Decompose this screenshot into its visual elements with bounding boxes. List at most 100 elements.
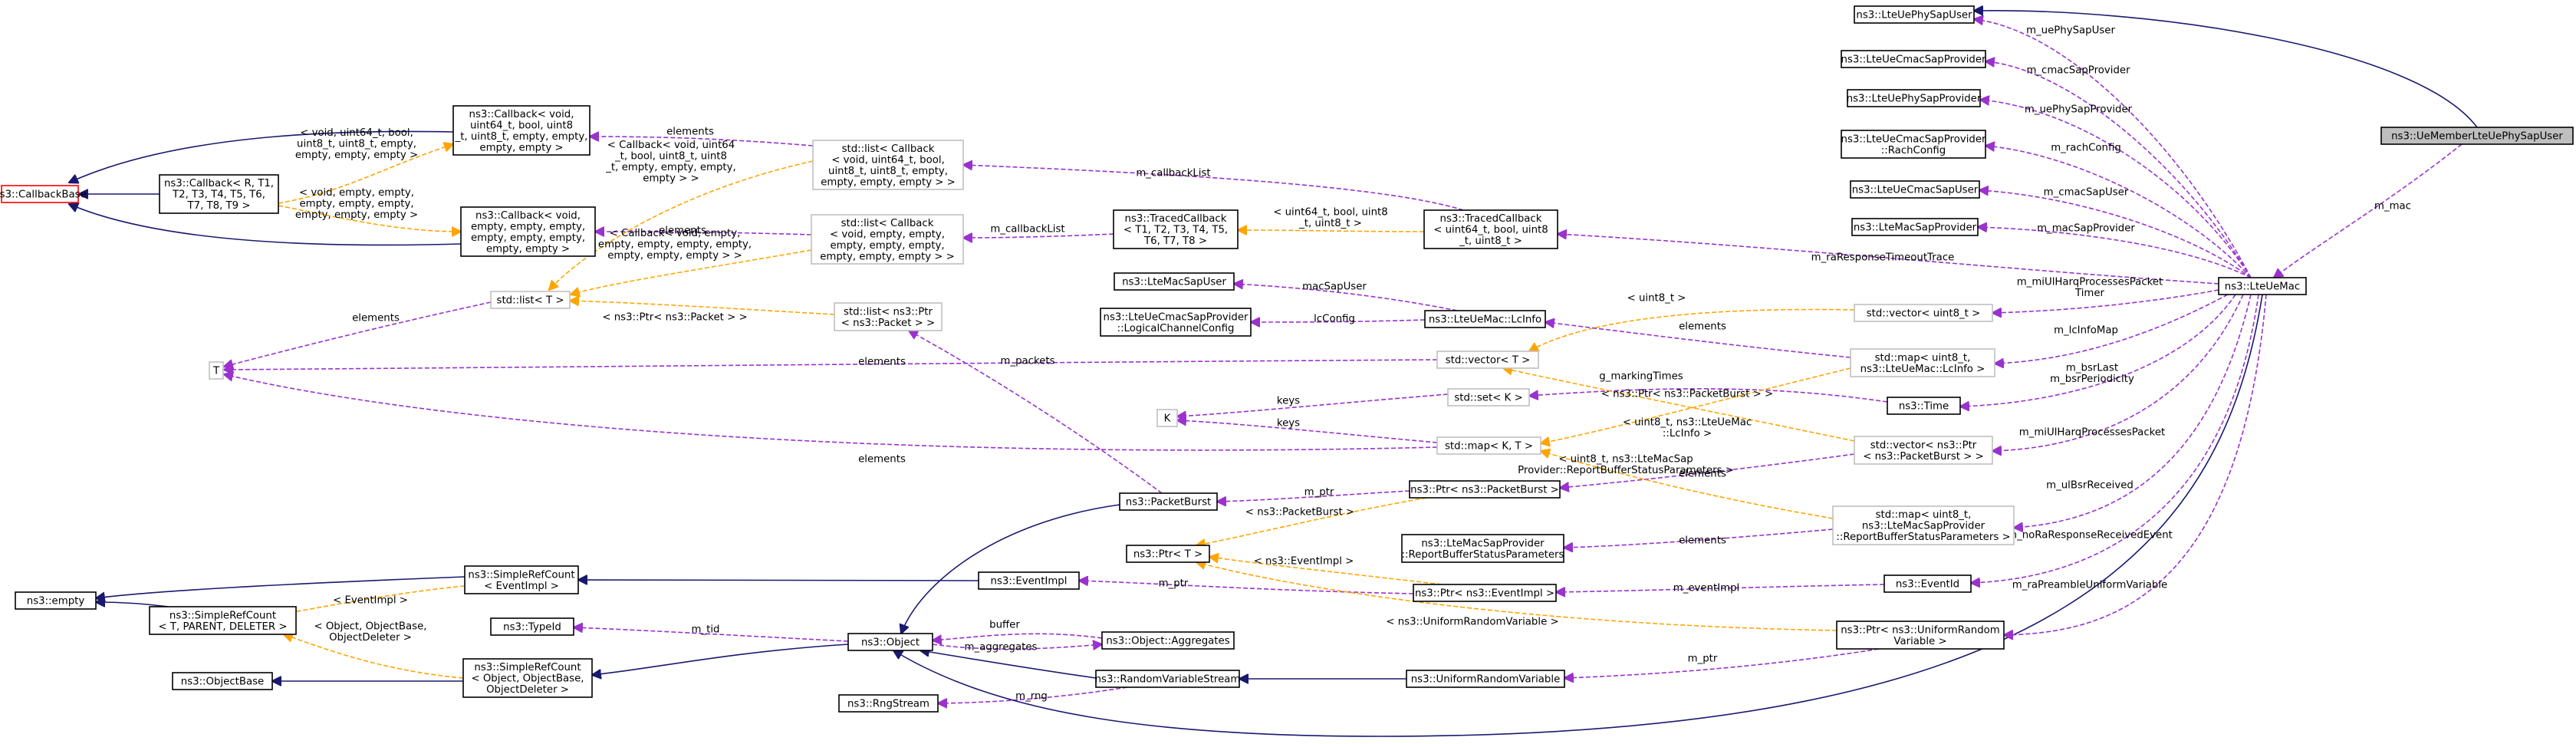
class-node-T[interactable]: T — [209, 361, 224, 380]
class-name-line: ::RachConfig — [1881, 145, 1946, 156]
edge-label-line: elements — [858, 357, 906, 368]
class-node-rngstream[interactable]: ns3::RngStream — [838, 694, 939, 713]
class-node-vector-u8[interactable]: std::vector< uint8_t > — [1854, 304, 1993, 322]
class-node-callbackbase[interactable]: ns3::CallbackBase — [0, 185, 87, 203]
edge-inheritance-object-to-srefcount_object — [592, 644, 849, 675]
class-node-K[interactable]: K — [1156, 409, 1178, 427]
edge-usage-lteuemac-to-lteuecmacsapprovider — [1985, 61, 2252, 278]
class-node-srefcount-object[interactable]: ns3::SimpleRefCount< Object, ObjectBase,… — [462, 658, 593, 698]
class-name-line: empty, empty, empty, — [471, 232, 585, 244]
class-node-rbsp[interactable]: ns3::LteMacSapProvider::ReportBufferStat… — [1401, 534, 1564, 563]
class-node-ptr-uniformrv[interactable]: ns3::Ptr< ns3::UniformRandomVariable > — [1836, 621, 2005, 650]
class-node-list-t[interactable]: std::list< T > — [490, 291, 571, 309]
edge-label: m_eventImpl — [1673, 583, 1739, 594]
class-node-ptr-eventimpl[interactable]: ns3::Ptr< ns3::EventImpl > — [1413, 584, 1557, 602]
class-name-line: ns3::PacketBurst — [1126, 497, 1211, 509]
class-node-aggregates[interactable]: ns3::Object::Aggregates — [1101, 631, 1235, 650]
class-node-list-ptr-packet[interactable]: std::list< ns3::Ptr< ns3::Packet > > — [834, 302, 943, 331]
edge-label-line: < Callback< void, uint64 — [607, 140, 735, 151]
edge-label: keys — [1277, 418, 1300, 430]
class-name-line: ObjectDeleter > — [486, 684, 569, 696]
class-node-objectbase[interactable]: ns3::ObjectBase — [172, 672, 273, 690]
class-node-rachconfig[interactable]: ns3::LteUeCmacSapProvider::RachConfig — [1841, 130, 1986, 159]
class-node-ltemacsapprovider[interactable]: ns3::LteMacSapProvider — [1851, 218, 1979, 236]
class-node-object[interactable]: ns3::Object — [847, 633, 933, 651]
class-node-cb-void-u64[interactable]: ns3::Callback< void,uint64_t, bool, uint… — [452, 105, 591, 156]
class-node-empty[interactable]: ns3::empty — [15, 591, 97, 610]
class-node-traced-cb-t[interactable]: ns3::TracedCallback< T1, T2, T3, T4, T5,… — [1113, 209, 1239, 249]
edge-template-ptr_uniformrv-to-ptr_t — [1196, 562, 1837, 631]
class-node-lteuecmacsapprovider[interactable]: ns3::LteUeCmacSapProvider — [1841, 50, 1986, 68]
edge-label-line: < ns3::Ptr< ns3::Packet > > — [602, 312, 747, 324]
class-node-eventimpl[interactable]: ns3::EventImpl — [978, 571, 1080, 590]
class-node-list-cb-u64[interactable]: std::list< Callback< void, uint64_t, boo… — [812, 140, 964, 190]
edge-usage-ptr_uniformrv-to-uniformrv — [1564, 648, 1880, 678]
class-name-line: empty, empty, empty, — [830, 240, 944, 252]
edge-inheritance-cb_void_empty-to-callbackbase — [69, 204, 462, 246]
class-node-traced-cb-u64[interactable]: ns3::TracedCallback< uint64_t, bool, uin… — [1423, 209, 1558, 249]
class-node-srefcount-eventimpl[interactable]: ns3::SimpleRefCount< EventImpl > — [464, 565, 579, 594]
class-node-lteuephysapuser[interactable]: ns3::LteUePhySapUser — [1854, 5, 1975, 24]
class-box — [1401, 534, 1564, 563]
class-node-set-k[interactable]: std::set< K > — [1447, 388, 1530, 407]
class-node-lcinfo[interactable]: ns3::LteUeMac::LcInfo — [1424, 310, 1546, 328]
edge-label-line: empty > > — [643, 173, 699, 184]
class-node-typeid[interactable]: ns3::TypeId — [490, 617, 574, 636]
class-node-time[interactable]: ns3::Time — [1887, 397, 1961, 415]
class-node-rvstream[interactable]: ns3::RandomVariableStream — [1095, 670, 1241, 688]
class-node-list-cb-empty[interactable]: std::list< Callback< void, empty, empty,… — [811, 214, 964, 265]
class-node-vector-ptr-pb[interactable]: std::vector< ns3::Ptr< ns3::PacketBurst … — [1854, 436, 1993, 465]
edge-label-line: _t, uint8_t > — [1298, 218, 1362, 229]
edge-label-line: macSapUser — [1302, 281, 1367, 293]
edge-label-line: m_callbackList — [990, 224, 1064, 235]
edge-label-line: < EventImpl > — [333, 595, 408, 607]
edge-usage-set_k-to-K — [1177, 393, 1449, 416]
edge-label-line: < uint8_t > — [1627, 293, 1686, 305]
class-node-eventid[interactable]: ns3::EventId — [1883, 574, 1972, 593]
class-node-srefcount-t[interactable]: ns3::SimpleRefCount< T, PARENT, DELETER … — [149, 606, 297, 635]
edge-label-line: m_macSapProvider — [2037, 223, 2135, 235]
class-node-map-u8-lcinfo[interactable]: std::map< uint8_t,ns3::LteUeMac::LcInfo … — [1850, 348, 1995, 377]
class-node-ptr-packetburst[interactable]: ns3::Ptr< ns3::PacketBurst > — [1409, 480, 1561, 499]
edge-usage-map_kt-to-K — [1177, 420, 1438, 443]
class-node-lteuephysapprovider[interactable]: ns3::LteUePhySapProvider — [1847, 89, 1982, 107]
class-node-packetburst[interactable]: ns3::PacketBurst — [1119, 492, 1218, 511]
edge-label: < void, uint64_t, bool,uint8_t, uint8_t,… — [295, 127, 418, 161]
class-name-line: ::LogicalChannelConfig — [1117, 323, 1235, 334]
class-node-map-kt[interactable]: std::map< K, T > — [1436, 436, 1541, 455]
class-node-uniformrv[interactable]: ns3::UniformRandomVariable — [1406, 670, 1565, 688]
edge-template-srefcount_eventimpl-to-srefcount_t — [284, 585, 466, 614]
class-node-ltemacsapuser-top[interactable]: ns3::LteMacSapUser — [1114, 272, 1235, 291]
edge-label-line: ObjectDeleter > — [329, 632, 412, 644]
edge-template-srefcount_object-to-srefcount_t — [284, 634, 464, 679]
class-box — [1850, 348, 1995, 377]
edge-label-line: empty, empty, empty > > — [607, 250, 742, 262]
class-node-ptr-t[interactable]: ns3::Ptr< T > — [1126, 545, 1210, 563]
class-box — [452, 105, 591, 156]
edge-label-line: buffer — [989, 620, 1020, 631]
class-node-lteuecmacsapuser[interactable]: ns3::LteUeCmacSapUser — [1850, 180, 1980, 199]
edge-template-ptr_eventimpl-to-ptr_t — [1209, 557, 1443, 585]
class-node-uememberlteuephysapuser[interactable]: ns3::UeMemberLteUePhySapUser — [2380, 127, 2574, 145]
class-name-line: T2, T3, T4, T5, T6, — [172, 189, 265, 201]
edge-label-line: m_cmacSapUser — [2044, 187, 2129, 199]
class-node-map-u8-rbsp[interactable]: std::map< uint8_t,ns3::LteMacSapProvider… — [1832, 505, 2015, 545]
class-name-line: ns3::Ptr< ns3::UniformRandom — [1841, 624, 2000, 636]
edge-label-line: elements — [858, 454, 906, 466]
class-node-lcconfig[interactable]: ns3::LteUeCmacSapProvider::LogicalChanne… — [1100, 308, 1252, 337]
edge-label: m_rachConfig — [2051, 143, 2121, 154]
edge-label-line: empty, empty, empty, empty, — [598, 239, 752, 251]
edge-label: elements — [1679, 469, 1726, 480]
edge-label-line: m_lcInfoMap — [2054, 325, 2118, 337]
class-node-lteuemac[interactable]: ns3::LteUeMac — [2218, 277, 2307, 295]
class-name-line: ns3::LteUeMac — [2225, 281, 2300, 293]
class-box — [1409, 480, 1561, 499]
class-box — [1887, 397, 1961, 415]
edge-label: < ns3::Ptr< ns3::PacketBurst > > — [1601, 389, 1773, 400]
edge-label-line: m_bsrLast — [2066, 362, 2118, 374]
edge-usage-lteuemac-to-map_u8_lcinfo — [1995, 294, 2229, 364]
class-node-cb-void-empty[interactable]: ns3::Callback< void,empty, empty, empty,… — [460, 206, 596, 257]
class-node-vector-t[interactable]: std::vector< T > — [1436, 351, 1539, 369]
class-node-cb-rt[interactable]: ns3::Callback< R, T1,T2, T3, T4, T5, T6,… — [159, 174, 279, 214]
